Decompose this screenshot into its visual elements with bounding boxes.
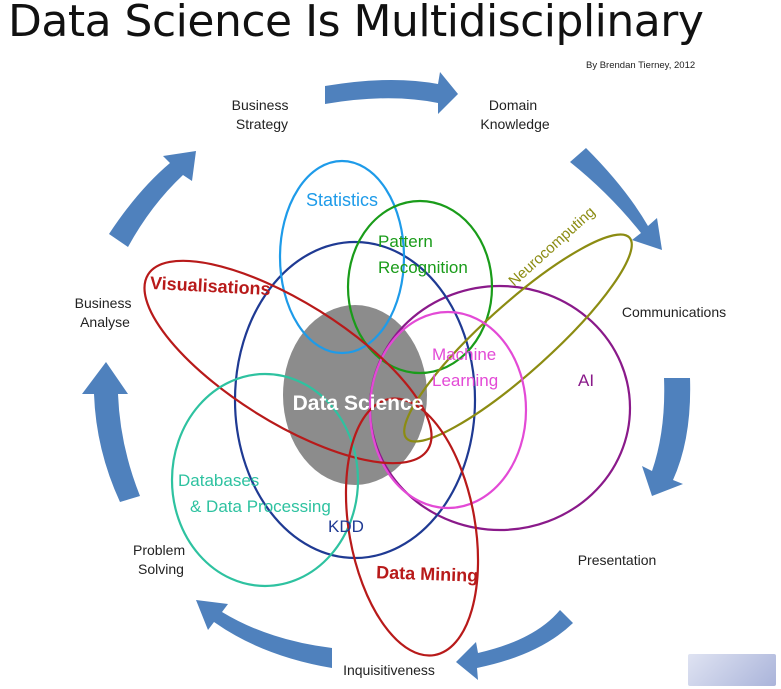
stage-problem-solving: Problem Solving xyxy=(133,542,189,577)
databases-ellipse xyxy=(170,372,360,588)
pattern-recognition-label: Pattern Recognition xyxy=(378,232,468,277)
stage-inquisitiveness: Inquisitiveness xyxy=(343,662,435,678)
cycle-arrow-upper-right xyxy=(570,148,662,250)
pattern-recognition-ellipse xyxy=(346,199,494,375)
cycle-arrows xyxy=(82,72,691,680)
cycle-arrow-upper-left xyxy=(109,151,196,247)
cycle-arrow-lower-left xyxy=(196,600,332,668)
data-mining-label: Data Mining xyxy=(376,562,479,586)
neurocomputing-ellipse xyxy=(403,233,633,443)
ai-label: AI xyxy=(578,371,594,390)
visualisations-ellipse xyxy=(143,259,433,465)
stage-domain-knowledge: Domain Knowledge xyxy=(480,97,549,132)
page-title: Data Science Is Multidisciplinary xyxy=(8,0,704,47)
stage-business-analyse: Business Analyse xyxy=(75,295,136,330)
data-science-core xyxy=(283,305,427,485)
machine-learning-label: Machine Learning xyxy=(432,345,501,390)
author-credit: By Brendan Tierney, 2012 xyxy=(586,60,696,71)
data-mining-ellipse xyxy=(344,397,480,657)
stage-communications: Communications xyxy=(622,304,726,320)
cycle-arrow-right xyxy=(642,378,691,496)
kdd-label: KDD xyxy=(328,517,364,536)
databases-label: Databases & Data Processing xyxy=(178,471,331,516)
stage-business-strategy: Business Strategy xyxy=(232,97,293,132)
statistics-label: Statistics xyxy=(306,190,378,210)
statistics-ellipse xyxy=(278,159,406,355)
cycle-arrow-left xyxy=(82,362,140,502)
stage-presentation: Presentation xyxy=(578,552,657,568)
watermark-logo xyxy=(688,654,776,686)
data-science-label: Data Science xyxy=(293,392,424,415)
cycle-arrow-lower-right xyxy=(456,610,573,680)
cycle-arrow-top xyxy=(325,72,458,114)
